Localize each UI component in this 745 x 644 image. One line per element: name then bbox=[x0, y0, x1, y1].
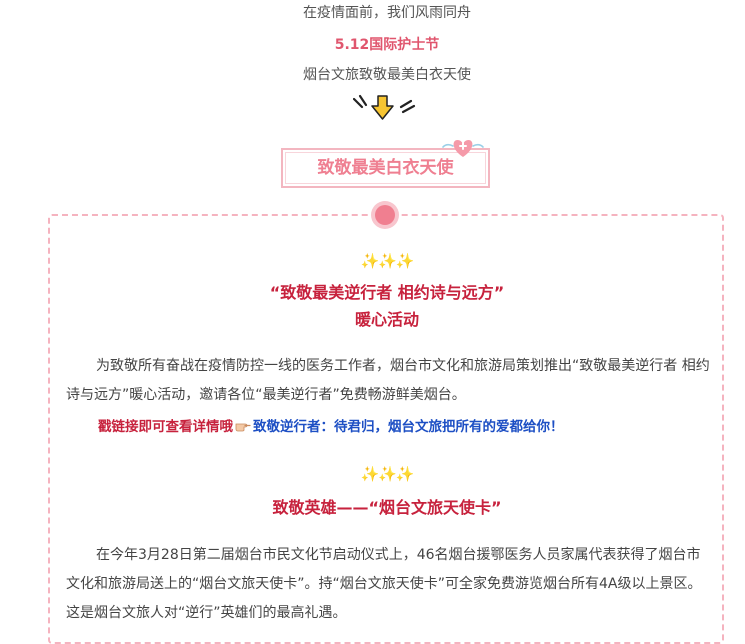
intro-line-1: 在疫情面前，我们风雨同舟 bbox=[303, 5, 471, 21]
title-box: 致敬最美白衣天使 bbox=[281, 148, 490, 188]
down-arrow-icon bbox=[352, 93, 429, 123]
pointing-hand-icon bbox=[235, 420, 251, 436]
article-link[interactable]: 致敬逆行者：待君归，烟台文旅把所有的爱都给你！ bbox=[253, 419, 564, 435]
sparkles-icon: ✨✨✨ bbox=[360, 252, 414, 270]
heart-icon bbox=[441, 137, 485, 159]
link-line: 戳链接即可查看详情哦 致敬逆行者：待君归，烟台文旅把所有的爱都给你！ bbox=[98, 415, 564, 436]
section1-title-line2: 暖心活动 bbox=[354, 310, 419, 329]
section1-title-line1: “致敬最美逆行者 相约诗与远方” bbox=[269, 283, 505, 302]
section1-paragraph: 为致敬所有奋战在疫情防控一线的医务工作者，烟台市文化和旅游局策划推出“致敬最美逆… bbox=[66, 358, 710, 403]
intro-line-2: 5.12国际护士节 bbox=[334, 37, 440, 53]
intro-line-3: 烟台文旅致敬最美白衣天使 bbox=[303, 67, 471, 83]
section2-title: 致敬英雄——“烟台文旅天使卡” bbox=[272, 498, 502, 517]
frame-dot-center bbox=[375, 205, 395, 225]
link-prompt: 戳链接即可查看详情哦 bbox=[98, 419, 233, 435]
sparkles-icon: ✨✨✨ bbox=[360, 465, 414, 483]
section2-paragraph: 在今年3月28日第二届烟台市民文化节启动仪式上，46名烟台援鄂医务人员家属代表获… bbox=[66, 547, 702, 621]
